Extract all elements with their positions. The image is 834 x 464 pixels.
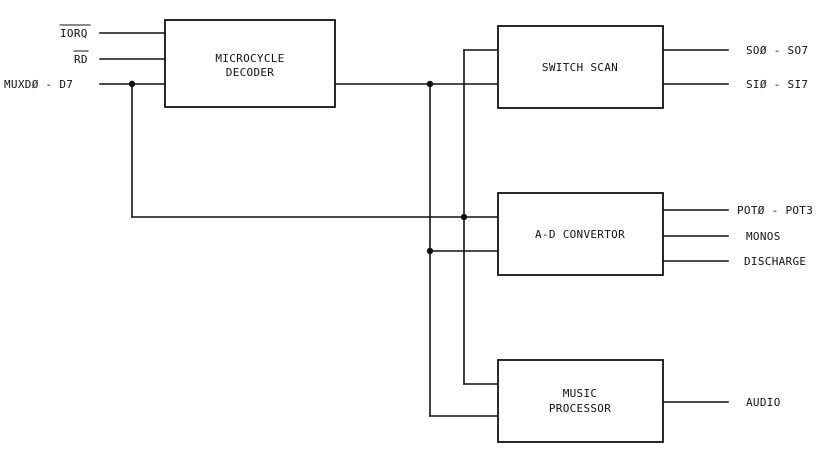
so-label: SOØ - SO7: [746, 44, 808, 57]
junction-dot: [128, 80, 136, 88]
ad-convertor-block: A-D CONVERTOR: [497, 192, 664, 276]
svg-text:DECODER: DECODER: [226, 66, 275, 79]
muxd-label: MUXDØ - D7: [4, 78, 73, 91]
svg-text:PROCESSOR: PROCESSOR: [549, 402, 611, 415]
audio-label: AUDIO: [746, 396, 781, 409]
music-processor-block: MUSIC PROCESSOR: [497, 359, 664, 443]
pot-label: POTØ - POT3: [737, 204, 813, 217]
monos-label: MONOS: [746, 230, 781, 243]
junction-dot: [460, 213, 468, 221]
junction-dot: [426, 247, 434, 255]
svg-text:MUSIC: MUSIC: [563, 387, 598, 400]
rd-label: RD: [74, 53, 88, 66]
discharge-label: DISCHARGE: [744, 255, 806, 268]
svg-text:A-D CONVERTOR: A-D CONVERTOR: [535, 228, 625, 241]
iorq-label: IORQ: [60, 27, 88, 40]
svg-text:MICROCYCLE: MICROCYCLE: [215, 52, 284, 65]
si-label: SIØ - SI7: [746, 78, 808, 91]
svg-text:SWITCH SCAN: SWITCH SCAN: [542, 61, 618, 74]
switch-scan-block: SWITCH SCAN: [497, 25, 664, 109]
microcycle-decoder-block: MICROCYCLE DECODER: [164, 19, 336, 108]
